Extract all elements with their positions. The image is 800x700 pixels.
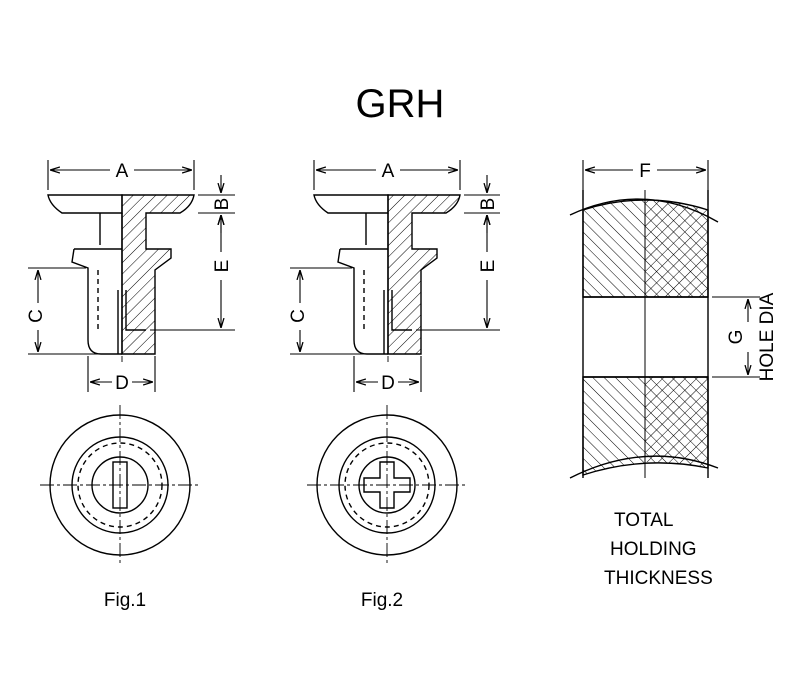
fig2-side-view — [313, 194, 461, 362]
fig1-dim-c: C — [26, 309, 47, 323]
fig2-dimensions — [290, 160, 500, 392]
note-line-3: THICKNESS — [604, 568, 713, 589]
fig2-dim-c: C — [288, 309, 309, 323]
panel-section — [569, 190, 719, 479]
panel-dimensions — [582, 160, 760, 378]
hole-dia-label: HOLE DIA — [757, 292, 778, 381]
fig2-dim-a: A — [382, 161, 395, 182]
panel-dim-g: G — [726, 330, 747, 345]
fig1-dim-e: E — [212, 260, 233, 273]
fig2-dim-e: E — [478, 260, 499, 273]
note-line-2: HOLDING — [610, 539, 697, 560]
note-line-1: TOTAL — [614, 510, 674, 531]
fig1-caption: Fig.1 — [103, 590, 147, 611]
fig2-caption: Fig.2 — [360, 590, 404, 611]
panel-dim-f: F — [639, 161, 651, 182]
fig1-dimensions — [28, 160, 235, 392]
fig2-dim-d: D — [381, 373, 395, 394]
fig1-dim-a: A — [116, 161, 129, 182]
fig1-side-view — [47, 194, 195, 362]
fig1-top-view — [40, 405, 200, 565]
total-holding-thickness-note: TOTAL HOLDING THICKNESS — [594, 506, 744, 593]
fig2-top-view — [307, 405, 467, 565]
fig1-dim-d: D — [115, 373, 129, 394]
fig2-dim-b: B — [478, 198, 499, 211]
fig1-dim-b: B — [212, 198, 233, 211]
drawing-title: GRH — [355, 82, 445, 126]
